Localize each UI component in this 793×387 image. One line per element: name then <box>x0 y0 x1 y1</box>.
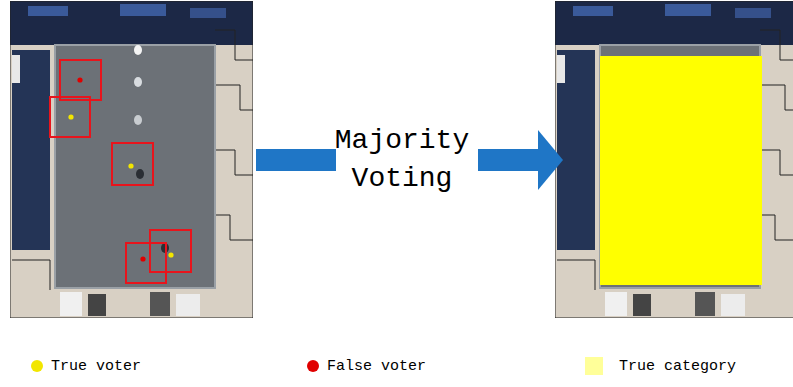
legend-text: True voter <box>51 358 141 375</box>
right-scene <box>555 1 793 318</box>
legend-swatch <box>585 357 603 375</box>
right-image <box>555 1 793 318</box>
legend-text: False voter <box>327 358 426 375</box>
roof-object <box>134 45 142 55</box>
legend-item: False voter <box>307 355 426 377</box>
voter-window <box>150 230 191 272</box>
true-voter-dot <box>168 252 173 257</box>
left-scene <box>10 1 253 318</box>
roof-object <box>134 115 142 125</box>
arrow-label: Majority Voting <box>322 122 482 198</box>
true-category-area <box>600 56 762 285</box>
voter-window <box>126 243 166 283</box>
legend-dot <box>31 360 43 372</box>
roof-object <box>134 77 142 87</box>
false-voter-dot <box>77 77 82 82</box>
right-image-clip <box>555 1 793 318</box>
true-voter-dot <box>128 163 133 168</box>
arrow-shaft <box>478 149 540 171</box>
voter-window <box>60 60 101 100</box>
voter-window <box>50 97 90 137</box>
legend-item: True voter <box>31 355 141 377</box>
arrow-head <box>538 130 563 190</box>
true-voter-dot <box>68 114 73 119</box>
legend-item: True category <box>585 355 736 377</box>
roof-object <box>136 169 144 179</box>
voter-window <box>112 143 153 185</box>
legend-text: True category <box>619 358 736 375</box>
legend-dot <box>307 360 319 372</box>
false-voter-dot <box>140 256 145 261</box>
left-image <box>10 1 253 318</box>
arrow-shaft <box>256 149 336 171</box>
